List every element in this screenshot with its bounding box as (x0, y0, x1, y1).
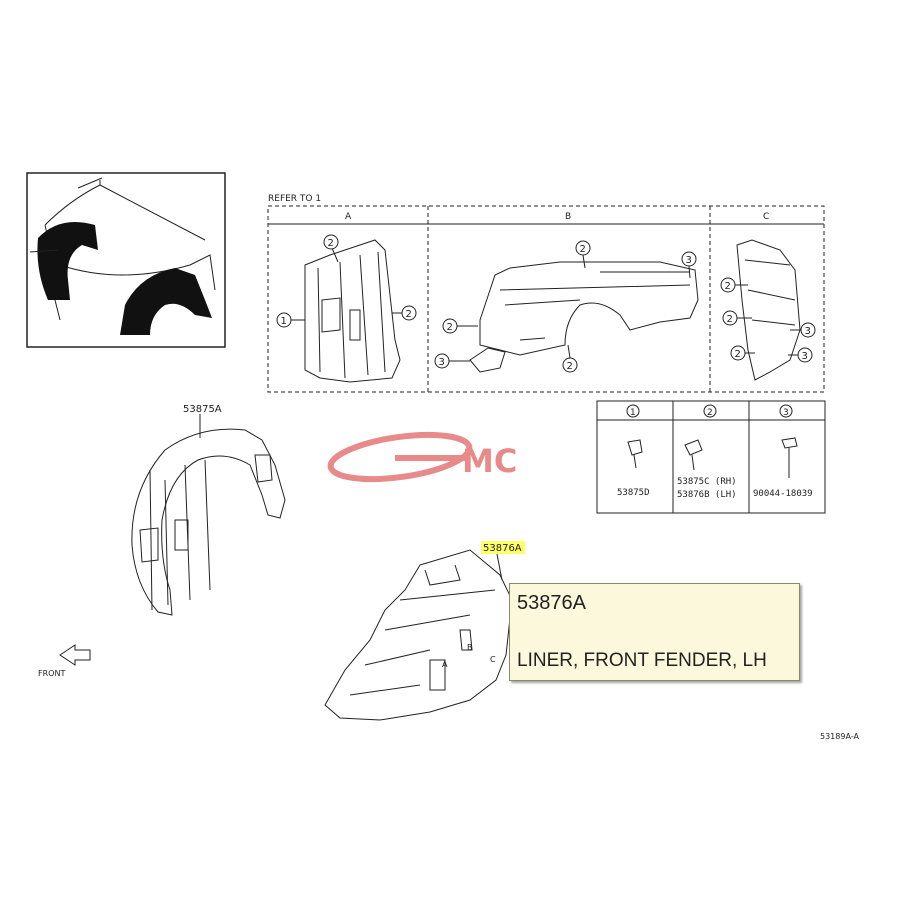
callout-3-view-c-bottom: 3 (797, 347, 813, 363)
svg-text:3: 3 (686, 255, 692, 266)
callout-3-view-b-bottom-left: 3 (434, 353, 450, 369)
part-tooltip: 53876A LINER, FRONT FENDER, LH (509, 583, 800, 681)
svg-text:2: 2 (725, 281, 731, 292)
label-53876a[interactable]: 53876A (483, 543, 522, 554)
svg-text:2: 2 (447, 322, 453, 333)
callout-2-view-c-bottom: 2 (730, 345, 746, 361)
legend-header-3: 3 (783, 408, 789, 418)
view-label-a: A (345, 212, 352, 222)
callout-2-view-b-bottom: 2 (562, 357, 578, 373)
tooltip-description: LINER, FRONT FENDER, LH (517, 650, 767, 671)
lh-fender-liner: 53876A A B C (324, 541, 525, 721)
front-direction-indicator: FRONT (38, 644, 91, 678)
arrow-letter-b: B (467, 643, 473, 652)
callout-3-view-b: 3 (681, 251, 697, 267)
callout-2-view-a-top: 2 (323, 234, 339, 250)
svg-text:2: 2 (406, 309, 412, 320)
legend-part-53875c: 53875C (RH) (677, 477, 737, 487)
view-c-drawing (735, 239, 801, 381)
svg-text:3: 3 (802, 351, 808, 362)
diagram-code: 53189A-A (820, 732, 859, 741)
legend-part-90044: 90044-18039 (753, 489, 813, 499)
rear-liner-silhouette (120, 268, 212, 335)
front-arrow-icon (59, 644, 91, 666)
callout-3-view-c-right: 3 (800, 322, 816, 338)
clip-icon (627, 439, 643, 469)
arrow-letter-a: A (442, 660, 448, 669)
parts-legend-table: 1 2 3 53875D 53875C (RH) 53876B (LH) 900… (596, 400, 826, 514)
svg-text:2: 2 (727, 314, 733, 325)
tooltip-part-number: 53876A (517, 592, 586, 614)
label-53875a: 53875A (183, 404, 222, 415)
legend-header-2: 2 (707, 408, 713, 418)
overview-thumbnail (26, 172, 226, 348)
push-rivet-icon (684, 439, 703, 471)
watermark-text: MC (462, 442, 517, 480)
svg-text:2: 2 (328, 238, 334, 249)
view-b-drawing (448, 254, 699, 373)
callout-markers: 1 2 2 2 3 2 3 2 2 2 2 3 3 (276, 234, 816, 373)
callout-2-view-b-top: 2 (575, 240, 591, 256)
view-a-drawing (291, 239, 402, 383)
svg-text:3: 3 (439, 357, 445, 368)
view-label-c: C (763, 212, 769, 222)
cmc-watermark: MC (327, 431, 517, 483)
callout-2-view-b-left: 2 (442, 318, 458, 334)
svg-text:1: 1 (281, 316, 287, 327)
screw-icon (781, 437, 798, 478)
svg-text:2: 2 (580, 244, 586, 255)
legend-part-53876b: 53876B (LH) (677, 490, 737, 500)
legend-part-53875d: 53875D (617, 488, 650, 498)
front-label: FRONT (38, 669, 65, 678)
front-liner-silhouette (37, 221, 98, 300)
refer-to-label: REFER TO 1 (268, 194, 321, 204)
callout-2-view-c-top: 2 (720, 277, 736, 293)
arrow-letter-c: C (490, 655, 496, 664)
svg-text:2: 2 (567, 361, 573, 372)
svg-text:3: 3 (805, 326, 811, 337)
callout-2-view-c-mid: 2 (722, 310, 738, 326)
highlight-53876a (481, 541, 525, 554)
view-label-b: B (565, 212, 571, 222)
legend-header-1: 1 (630, 408, 636, 418)
rh-fender-liner: 53875A (131, 404, 286, 616)
callout-1-view-a: 1 (276, 312, 292, 328)
refer-to-panel: REFER TO 1 A B C (267, 194, 825, 393)
callout-2-view-a-right: 2 (401, 305, 417, 321)
svg-text:2: 2 (735, 349, 741, 360)
